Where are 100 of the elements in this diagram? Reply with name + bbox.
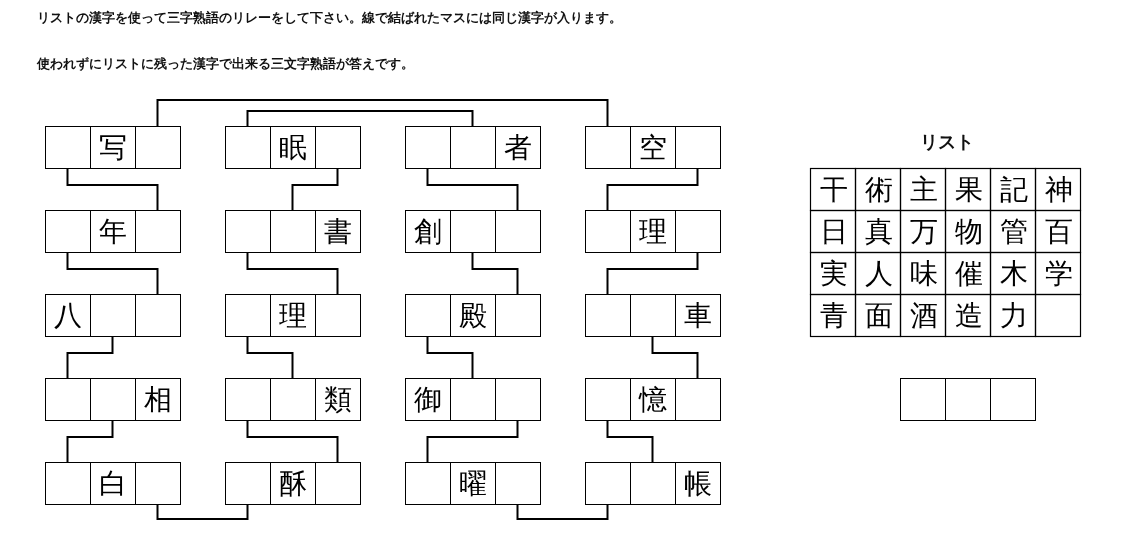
list-kanji: 木 — [998, 256, 1029, 292]
answer-cell — [675, 378, 721, 421]
list-kanji: 力 — [998, 298, 1029, 334]
connector-line — [426, 335, 474, 379]
list-kanji: 術 — [863, 172, 894, 208]
list-kanji: 百 — [1043, 214, 1074, 250]
answer-cell — [495, 210, 541, 253]
list-kanji: 実 — [818, 256, 849, 292]
list-kanji: 果 — [953, 172, 984, 208]
list-kanji: 真 — [863, 214, 894, 250]
answer-cell — [495, 378, 541, 421]
list-kanji: 物 — [953, 214, 984, 250]
kanji-cell: 酥 — [270, 462, 316, 505]
answer-cell — [90, 378, 136, 421]
kanji-cell: 相 — [135, 378, 181, 421]
answer-cell — [225, 462, 271, 505]
list-kanji: 人 — [863, 256, 894, 292]
answer-cell — [225, 126, 271, 169]
connector-line — [606, 419, 654, 463]
connector-line — [246, 335, 294, 379]
answer-cell — [585, 462, 631, 505]
answer-cell — [630, 294, 676, 337]
connector-line — [426, 419, 519, 463]
connector-line — [156, 99, 609, 127]
answer-cell — [45, 210, 91, 253]
list-kanji: 日 — [818, 214, 849, 250]
answer-cell — [225, 210, 271, 253]
kanji-cell: 帳 — [675, 462, 721, 505]
connector-line — [651, 335, 699, 379]
list-kanji: 酒 — [908, 298, 939, 334]
kanji-cell: 殿 — [450, 294, 496, 337]
kanji-cell: 年 — [90, 210, 136, 253]
kanji-cell: 写 — [90, 126, 136, 169]
answer-cell — [45, 462, 91, 505]
answer-cell — [495, 462, 541, 505]
kanji-cell: 書 — [315, 210, 361, 253]
answer-cell — [45, 126, 91, 169]
answer-cell — [135, 126, 181, 169]
answer-cell — [630, 462, 676, 505]
connector-line — [66, 167, 159, 211]
answer-cell — [315, 294, 361, 337]
connector-line — [156, 503, 249, 520]
answer-cell — [135, 462, 181, 505]
answer-cell — [270, 378, 316, 421]
answer-cell — [405, 126, 451, 169]
list-kanji: 神 — [1043, 172, 1074, 208]
list-kanji: 青 — [818, 298, 849, 334]
kanji-cell: 眠 — [270, 126, 316, 169]
instruction-text: リストの漢字を使って三字熟語のリレーをして下さい。線で結ばれたマスには同じ漢字が入ります。 — [37, 10, 622, 27]
kanji-cell: 曜 — [450, 462, 496, 505]
answer-cell — [135, 294, 181, 337]
kanji-cell: 者 — [495, 126, 541, 169]
connector-line — [246, 251, 339, 295]
answer-cell — [270, 210, 316, 253]
answer-cell — [90, 294, 136, 337]
answer-cell — [135, 210, 181, 253]
connector-line — [516, 503, 609, 520]
connector-line — [246, 110, 474, 127]
answer-cell — [315, 126, 361, 169]
answer-cell — [405, 462, 451, 505]
answer-cell — [900, 378, 946, 421]
answer-cell — [495, 294, 541, 337]
answer-cell — [225, 294, 271, 337]
kanji-cell: 御 — [405, 378, 451, 421]
connector-line — [66, 419, 114, 463]
answer-cell — [990, 378, 1036, 421]
answer-cell — [585, 126, 631, 169]
connector-line — [426, 167, 519, 211]
list-kanji: 催 — [953, 256, 984, 292]
answer-cell — [675, 126, 721, 169]
instruction-text: 使われずにリストに残った漢字で出来る三文字熟語が答えです。 — [37, 56, 414, 73]
kanji-cell: 理 — [270, 294, 316, 337]
list-kanji: 学 — [1043, 256, 1074, 292]
kanji-cell: 八 — [45, 294, 91, 337]
kanji-cell: 憶 — [630, 378, 676, 421]
answer-cell — [225, 378, 271, 421]
connector-line — [66, 335, 114, 379]
list-kanji: 味 — [908, 256, 939, 292]
answer-cell — [450, 210, 496, 253]
answer-cell — [450, 378, 496, 421]
connector-line — [66, 251, 159, 295]
kanji-cell: 空 — [630, 126, 676, 169]
kanji-cell: 白 — [90, 462, 136, 505]
answer-cell — [585, 378, 631, 421]
list-kanji: 万 — [908, 214, 939, 250]
kanji-cell: 創 — [405, 210, 451, 253]
connector-line — [291, 167, 339, 211]
connector-line — [606, 251, 699, 295]
answer-cell — [45, 378, 91, 421]
list-kanji: 管 — [998, 214, 1029, 250]
kanji-cell: 車 — [675, 294, 721, 337]
answer-cell — [675, 210, 721, 253]
answer-cell — [585, 294, 631, 337]
connector-line — [471, 251, 519, 295]
list-heading: リスト — [920, 130, 974, 154]
connector-line — [246, 419, 339, 463]
kanji-cell: 類 — [315, 378, 361, 421]
answer-cell — [945, 378, 991, 421]
answer-cell — [585, 210, 631, 253]
list-kanji: 記 — [998, 172, 1029, 208]
